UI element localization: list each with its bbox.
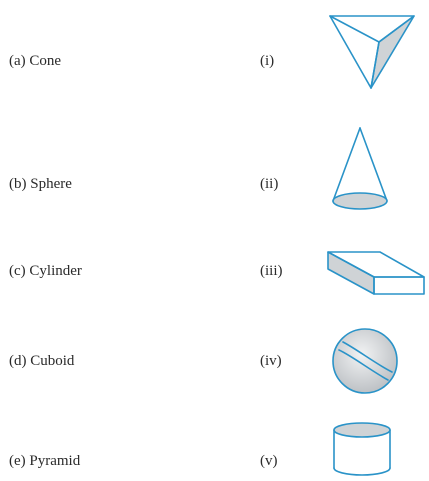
cylinder-shape: [333, 422, 391, 476]
roman-label-iv: (iv): [260, 353, 282, 369]
name-label-e: (e) Pyramid: [9, 453, 81, 469]
pyramid-shape: [329, 15, 415, 89]
name-label-d: (d) Cuboid: [9, 353, 75, 369]
name-label-b: (b) Sphere: [9, 176, 72, 192]
name-label-a: (a) Cone: [9, 53, 62, 69]
sphere-shape: [332, 328, 398, 394]
cuboid-shape: [327, 251, 425, 295]
name-label-c: (c) Cylinder: [9, 263, 82, 279]
roman-label-i: (i): [260, 53, 275, 69]
roman-label-v: (v): [260, 453, 278, 469]
roman-label-iii: (iii): [260, 263, 283, 279]
cone-shape: [332, 127, 388, 210]
roman-label-ii: (ii): [260, 176, 279, 192]
